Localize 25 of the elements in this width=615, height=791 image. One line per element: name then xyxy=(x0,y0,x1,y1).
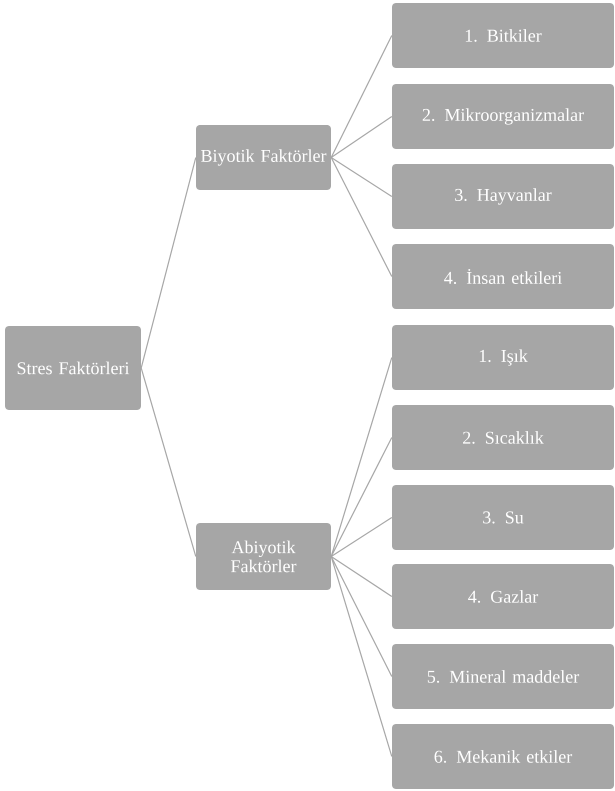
category-box: 1. Işık xyxy=(392,325,614,390)
connector-line xyxy=(140,368,196,557)
connector-line xyxy=(330,357,392,557)
connector-line xyxy=(330,156,392,197)
category-box: 3. Su xyxy=(392,485,614,550)
category-box: Biyotik Faktörler xyxy=(196,125,331,190)
connector-line xyxy=(330,556,392,677)
category-box: Abiyotik Faktörler xyxy=(196,523,331,590)
category-box: 3. Hayvanlar xyxy=(392,164,614,229)
connector-line xyxy=(140,157,196,368)
category-box: 5. Mineral maddeler xyxy=(392,644,614,709)
connector-line xyxy=(330,437,392,557)
connector-line xyxy=(330,35,392,158)
connector-line xyxy=(330,157,392,277)
category-box: 4. Gazlar xyxy=(392,564,614,629)
connector-line xyxy=(330,517,392,557)
category-box: 2. Mikroorganizmalar xyxy=(392,84,614,149)
connector-line xyxy=(330,116,392,158)
connector-line xyxy=(330,556,392,597)
category-box: 1. Bitkiler xyxy=(392,2,614,68)
connector-line xyxy=(330,556,392,757)
category-box: Stres Faktörleri xyxy=(5,326,141,410)
category-box: 4. İnsan etkileri xyxy=(392,244,614,309)
category-box: 2. Sıcaklık xyxy=(392,405,614,470)
category-box: 6. Mekanik etkiler xyxy=(392,724,614,789)
